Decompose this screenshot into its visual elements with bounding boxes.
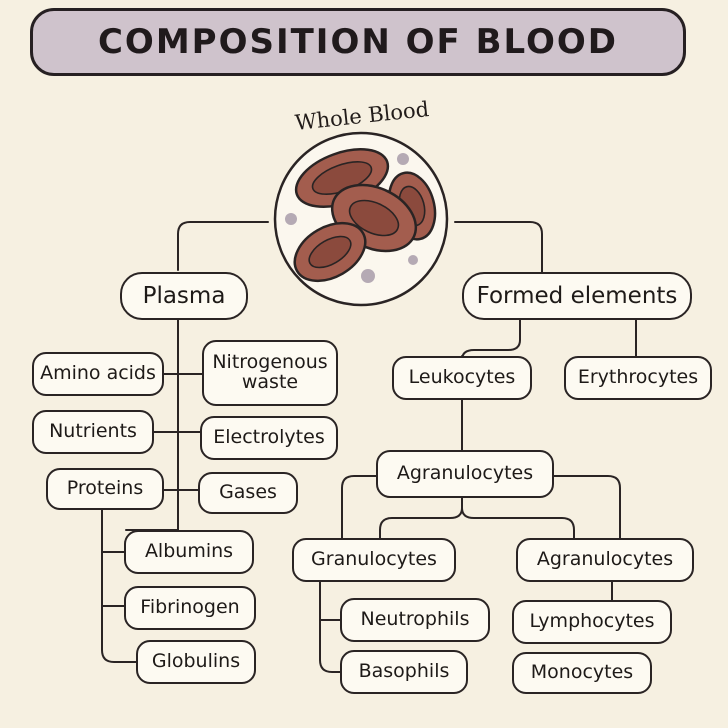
connector-root-formed	[454, 221, 543, 273]
neutrophils-node: Neutrophils	[340, 598, 490, 642]
connector-left-arc	[341, 475, 377, 539]
agranulocytes-top-node: Agranulocytes	[376, 450, 554, 498]
electrolytes-node: Electrolytes	[200, 416, 338, 460]
connector-right-arc	[553, 475, 621, 539]
connector-formed-leukocytes	[461, 319, 521, 361]
red-blood-cells-icon	[273, 131, 449, 307]
page-title: COMPOSITION OF BLOOD	[97, 22, 619, 62]
globulins-node: Globulins	[136, 640, 256, 684]
amino-acids-node: Amino acids	[32, 352, 164, 396]
lymphocytes-node: Lymphocytes	[512, 600, 672, 644]
monocytes-node: Monocytes	[512, 652, 652, 694]
connector-split-left	[379, 497, 463, 539]
basophils-node: Basophils	[340, 650, 468, 694]
albumins-node: Albumins	[124, 530, 254, 574]
plasma-node: Plasma	[120, 272, 248, 320]
nitrogenous-waste-node: Nitrogenous waste	[202, 340, 338, 406]
nutrients-node: Nutrients	[32, 410, 154, 454]
connector-proteins-trunk	[101, 509, 137, 663]
granulocytes-node: Granulocytes	[292, 538, 456, 582]
leukocytes-node: Leukocytes	[392, 356, 532, 400]
title-banner: COMPOSITION OF BLOOD	[30, 8, 686, 76]
erythrocytes-node: Erythrocytes	[564, 356, 712, 400]
gases-node: Gases	[198, 472, 298, 514]
formed-elements-node: Formed elements	[462, 272, 692, 320]
agranulocytes-node: Agranulocytes	[516, 538, 694, 582]
connector-split-right	[461, 507, 575, 539]
connector-granulocytes-trunk	[319, 581, 341, 673]
connector-root-plasma	[177, 221, 269, 271]
proteins-node: Proteins	[46, 468, 164, 510]
fibrinogen-node: Fibrinogen	[124, 586, 256, 630]
